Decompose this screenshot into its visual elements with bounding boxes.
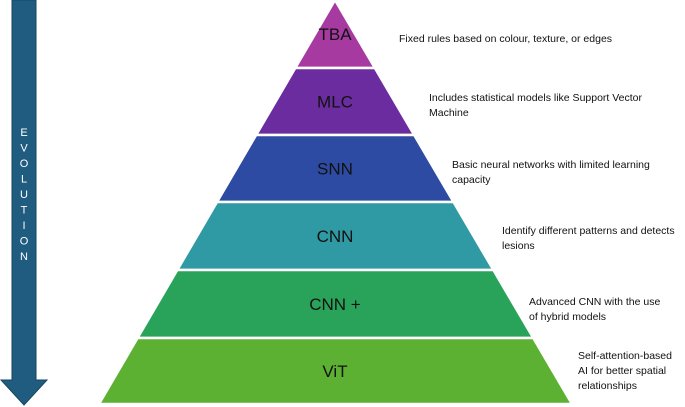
tier-description-mlc: Includes statistical models like Support… — [429, 92, 643, 119]
tier-description-tba: Fixed rules based on colour, texture, or… — [399, 33, 613, 45]
tier-label-cnn: CNN — [317, 227, 354, 246]
pyramid: TBA MLC SNN CNN CNN + ViT — [96, 0, 575, 406]
tier-label-vit: ViT — [322, 362, 347, 381]
tier-description-vit: Self-attention-based AI for better spati… — [578, 350, 672, 392]
tier-label-cnn-plus: CNN + — [309, 295, 361, 314]
evolution-letter: L — [21, 174, 27, 186]
evolution-letter: U — [20, 189, 28, 201]
tier-description-snn: Basic neural networks with limited learn… — [452, 159, 650, 186]
tier-label-mlc: MLC — [317, 93, 353, 112]
tier-description-cnn-plus: Advanced CNN with the use of hybrid mode… — [529, 296, 661, 323]
tier-description-cnn: Identify different patterns and detects … — [502, 225, 675, 252]
evolution-letter: T — [21, 205, 28, 217]
tier-label-snn: SNN — [317, 160, 353, 179]
tier-label-tba: TBA — [318, 25, 352, 44]
down-arrow-icon — [0, 0, 49, 406]
evolution-letter: E — [20, 127, 27, 139]
evolution-letter: V — [20, 143, 28, 155]
evolution-letter: N — [20, 251, 28, 263]
evolution-letter: O — [20, 236, 29, 248]
pyramid-tier-vit — [96, 336, 575, 406]
evolution-letter: I — [22, 220, 25, 232]
evolution-letter: O — [20, 158, 29, 170]
